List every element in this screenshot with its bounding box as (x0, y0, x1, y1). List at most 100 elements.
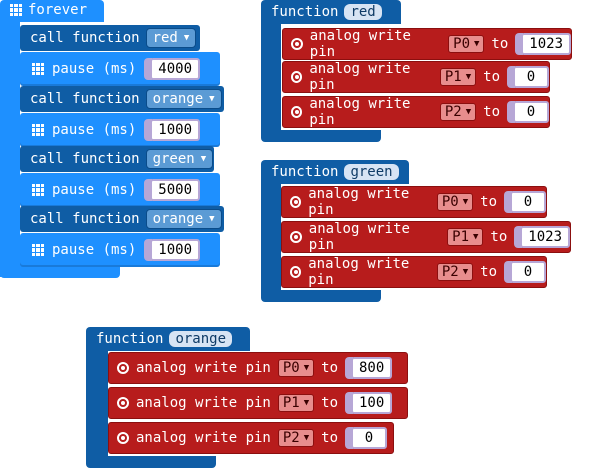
value-value: 100 (351, 392, 393, 414)
pin-dropdown[interactable]: P2▼ (439, 103, 477, 121)
to-label: to (321, 430, 338, 446)
function-red-block[interactable]: function red (261, 0, 401, 24)
function-green-block[interactable]: function green (261, 160, 409, 184)
function-dropdown[interactable]: green▼ (145, 149, 214, 169)
forever-block[interactable]: forever (0, 0, 104, 22)
pause-input[interactable]: 5000 (144, 179, 201, 201)
function-dropdown-value: orange (152, 211, 204, 227)
pin-dropdown[interactable]: P1▼ (277, 394, 315, 412)
pause-block[interactable]: pause (ms) 1000 (20, 113, 220, 147)
value-input[interactable]: 100 (345, 392, 393, 414)
value-input[interactable]: 0 (507, 101, 549, 123)
analog-write-block[interactable]: analog write pin P1▼ to 100 (108, 387, 408, 419)
pause-label: pause (ms) (52, 242, 137, 258)
call-function-label: call function (30, 30, 140, 46)
pause-input[interactable]: 1000 (144, 239, 201, 261)
pin-dropdown-value: P0 (441, 194, 459, 210)
target-icon (117, 362, 129, 374)
pause-value: 1000 (150, 119, 201, 141)
function-name-field[interactable]: green (344, 164, 399, 180)
call-function-block[interactable]: call function green▼ (20, 146, 214, 172)
grid-icon (32, 124, 44, 136)
chevron-down-icon: ▼ (209, 94, 215, 104)
target-icon (117, 432, 129, 444)
grid-icon (32, 244, 44, 256)
pause-value: 4000 (150, 58, 201, 80)
pin-dropdown[interactable]: P1▼ (439, 68, 477, 86)
value-value: 0 (513, 66, 549, 88)
target-icon (291, 106, 303, 118)
pin-dropdown[interactable]: P0▼ (277, 359, 315, 377)
call-function-block[interactable]: call function orange▼ (20, 206, 224, 232)
pin-dropdown[interactable]: P2▼ (436, 263, 474, 281)
analog-write-label: analog write pin (136, 360, 271, 376)
pause-block[interactable]: pause (ms) 1000 (20, 233, 220, 267)
analog-write-label: analog write pin (308, 186, 410, 218)
value-input[interactable]: 0 (507, 66, 549, 88)
target-icon (290, 231, 302, 243)
target-icon (290, 196, 302, 208)
value-input[interactable]: 0 (345, 427, 387, 449)
pin-dropdown-value: P1 (444, 69, 462, 85)
to-label: to (480, 194, 497, 210)
analog-write-block[interactable]: analog write pin P0▼ to 800 (108, 352, 408, 384)
analog-write-block[interactable]: analog write pin P0▼ to 1023 (282, 28, 572, 60)
pause-block[interactable]: pause (ms) 5000 (20, 173, 220, 207)
function-dropdown[interactable]: red ▼ (145, 28, 197, 48)
grid-icon (32, 184, 44, 196)
value-input[interactable]: 0 (504, 261, 546, 283)
pin-dropdown-value: P1 (452, 229, 469, 245)
function-spine (261, 184, 281, 294)
call-function-block[interactable]: call function orange▼ (20, 86, 224, 112)
chevron-down-icon: ▼ (465, 107, 472, 117)
grid-icon (10, 4, 22, 16)
chevron-down-icon: ▼ (183, 33, 190, 43)
function-dropdown-value: red (152, 30, 178, 46)
function-dropdown[interactable]: orange▼ (145, 209, 222, 229)
function-foot (261, 290, 381, 302)
pin-dropdown-value: P2 (282, 430, 300, 446)
analog-write-label: analog write pin (308, 221, 410, 253)
pause-label: pause (ms) (52, 61, 137, 77)
function-orange-block[interactable]: function orange (86, 327, 250, 351)
analog-write-block[interactable]: analog write pin P2▼ to 0 (282, 96, 550, 128)
to-label: to (321, 395, 338, 411)
to-label: to (483, 104, 500, 120)
analog-write-block[interactable]: analog write pin P0▼ to 0 (281, 186, 547, 218)
chevron-down-icon: ▼ (303, 433, 310, 443)
function-keyword: function (96, 331, 164, 347)
value-input[interactable]: 800 (345, 357, 393, 379)
value-value: 0 (510, 261, 546, 283)
function-name-field[interactable]: orange (169, 331, 233, 347)
pin-dropdown[interactable]: P2▼ (277, 429, 315, 447)
chevron-down-icon: ▼ (462, 267, 469, 277)
value-input[interactable]: 0 (504, 191, 546, 213)
pin-dropdown[interactable]: P1 ▼ (447, 228, 484, 246)
analog-write-block[interactable]: analog write pin P2▼ to 0 (281, 256, 547, 288)
pin-dropdown[interactable]: P0▼ (436, 193, 474, 211)
pause-value: 5000 (150, 179, 201, 201)
value-input[interactable]: 1023 (515, 33, 571, 55)
function-foot (86, 456, 216, 468)
value-input[interactable]: 1023 (514, 226, 570, 248)
function-keyword: function (271, 164, 339, 180)
analog-write-block[interactable]: analog write pin P1▼ to 0 (282, 61, 550, 93)
chevron-down-icon: ▼ (473, 232, 479, 242)
pause-block[interactable]: pause (ms) 4000 (20, 52, 220, 86)
function-dropdown[interactable]: orange ▼ (145, 89, 222, 109)
pause-input[interactable]: 4000 (144, 58, 201, 80)
analog-write-block[interactable]: analog write pin P2▼ to 0 (108, 422, 394, 454)
call-function-label: call function (30, 211, 140, 227)
call-function-block[interactable]: call function red ▼ (20, 25, 200, 51)
pin-dropdown[interactable]: P0▼ (448, 35, 485, 53)
value-value: 1023 (521, 33, 571, 55)
function-dropdown-value: orange (152, 91, 204, 107)
pause-input[interactable]: 1000 (144, 119, 201, 141)
pause-value: 1000 (150, 239, 201, 261)
analog-write-block[interactable]: analog write pin P1 ▼ to 1023 (281, 221, 571, 253)
to-label: to (490, 229, 508, 245)
pause-label: pause (ms) (52, 182, 137, 198)
function-keyword: function (271, 4, 339, 20)
function-dropdown-value: green (152, 151, 195, 167)
function-name-field[interactable]: red (344, 4, 382, 20)
